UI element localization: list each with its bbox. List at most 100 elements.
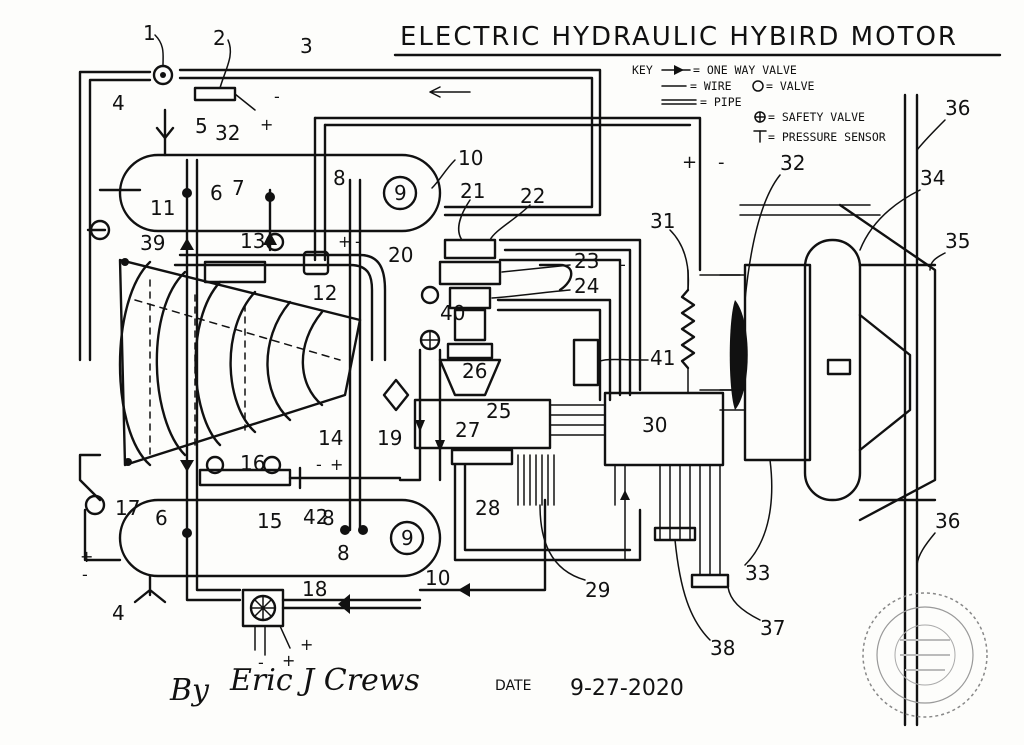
diagram-title: ELECTRIC HYDRAULIC HYBIRD MOTOR (400, 22, 958, 52)
svg-text:+: + (330, 455, 343, 474)
key-safety-valve: = SAFETY VALVE (768, 110, 865, 124)
part-labels: 1 2 3 4 4 5 6 6 7 8 8 8 9 9 10 10 11 12 … (112, 21, 970, 660)
controller-box (603, 391, 725, 467)
heatsink-29 (517, 454, 555, 506)
label-38: 38 (710, 636, 735, 660)
svg-text:-: - (274, 87, 280, 106)
roller-icon (262, 455, 282, 475)
stack-part-21 (443, 238, 497, 260)
label-35: 35 (945, 229, 970, 253)
label-36b: 36 (935, 509, 960, 533)
label-11: 11 (150, 196, 175, 220)
drum-34 (803, 238, 862, 502)
key-pressure-sensor: = PRESSURE SENSOR (768, 130, 886, 144)
label-12: 12 (312, 281, 337, 305)
label-33: 33 (745, 561, 770, 585)
label-7: 7 (232, 176, 245, 200)
funnel-26 (438, 358, 502, 397)
label-34: 34 (920, 166, 945, 190)
key-pipe: = PIPE (700, 95, 742, 109)
signature-by: By (169, 673, 210, 708)
svg-text:-: - (718, 152, 725, 173)
coil-and-heatsink (517, 338, 600, 506)
svg-text:-: - (258, 653, 264, 672)
hub (826, 358, 852, 376)
valve-icon (152, 64, 174, 86)
label-9b: 9 (401, 526, 414, 550)
label-32a: 32 (780, 151, 805, 175)
pressure-sensor-icon (302, 250, 330, 276)
svg-text:-: - (355, 232, 361, 251)
label-21: 21 (460, 179, 485, 203)
label-19: 19 (377, 426, 402, 450)
vertical-pipes (180, 116, 702, 602)
label-13: 13 (240, 229, 265, 253)
label-36a: 36 (945, 96, 970, 120)
conical-spiral-turbine (118, 253, 387, 467)
rotor-assembly (719, 93, 937, 727)
key-wire: = WIRE (690, 79, 732, 93)
label-29: 29 (585, 578, 610, 602)
label-8c: 8 (337, 541, 350, 565)
label-4b: 4 (112, 601, 125, 625)
label-31: 31 (650, 209, 675, 233)
label-15: 15 (257, 509, 282, 533)
label-18: 18 (302, 577, 327, 601)
connector-37 (690, 573, 730, 589)
label-26: 26 (462, 359, 487, 383)
label-37: 37 (760, 616, 785, 640)
label-25: 25 (486, 399, 511, 423)
label-6a: 6 (210, 181, 223, 205)
label-42: 42 (303, 505, 328, 529)
svg-text:+: + (80, 547, 93, 566)
legend-key: KEY = ONE WAY VALVE = WIRE = VALVE = PIP… (632, 63, 886, 144)
valve-icon (420, 285, 440, 305)
key-one-way-valve: = ONE WAY VALVE (693, 63, 797, 77)
label-10a: 10 (458, 146, 483, 170)
label-39: 39 (140, 231, 165, 255)
label-23: 23 (574, 249, 599, 273)
date-value: 9-27-2020 (570, 676, 684, 701)
label-2: 2 (213, 26, 226, 50)
label-27: 27 (455, 418, 480, 442)
label-8b: 8 (322, 506, 335, 530)
gauge-icon (389, 520, 425, 556)
date-label: DATE (495, 678, 531, 694)
label-14: 14 (318, 426, 343, 450)
svg-text:+: + (682, 152, 697, 173)
valve-icon (84, 494, 106, 516)
label-40: 40 (440, 301, 465, 325)
stack-part-23 (438, 260, 502, 286)
label-16: 16 (240, 451, 265, 475)
stack-part-26-top (446, 342, 494, 360)
label-5: 5 (195, 114, 208, 138)
label-6b: 6 (155, 506, 168, 530)
label-10b: 10 (425, 566, 450, 590)
label-28: 28 (475, 496, 500, 520)
label-3: 3 (300, 34, 313, 58)
valve-symbol-icon (752, 80, 764, 92)
connector-38 (653, 526, 697, 542)
label-20: 20 (388, 243, 413, 267)
box-27 (413, 398, 552, 450)
one-way-valve-icon (382, 378, 410, 412)
stack-part-24 (448, 286, 492, 310)
label-22: 22 (520, 184, 545, 208)
upper-tank (118, 108, 442, 233)
lower-tank (83, 498, 442, 604)
key-valve: = VALVE (766, 79, 815, 93)
arrow-icon (674, 65, 684, 75)
label-30: 30 (642, 413, 667, 437)
stack-part-40 (453, 308, 487, 342)
seal-stamp (862, 592, 988, 718)
valve-cluster (265, 232, 445, 482)
svg-text:+: + (282, 651, 295, 670)
label-32b: 32 (215, 121, 240, 145)
svg-text:-: - (82, 565, 88, 584)
resistor-box (193, 86, 237, 102)
signature-block: By Eric J Crews DATE 9-27-2020 (169, 663, 684, 708)
label-24: 24 (574, 274, 599, 298)
central-pump-stack (413, 238, 642, 597)
label-17: 17 (115, 496, 140, 520)
bottom-rollers (78, 188, 402, 516)
